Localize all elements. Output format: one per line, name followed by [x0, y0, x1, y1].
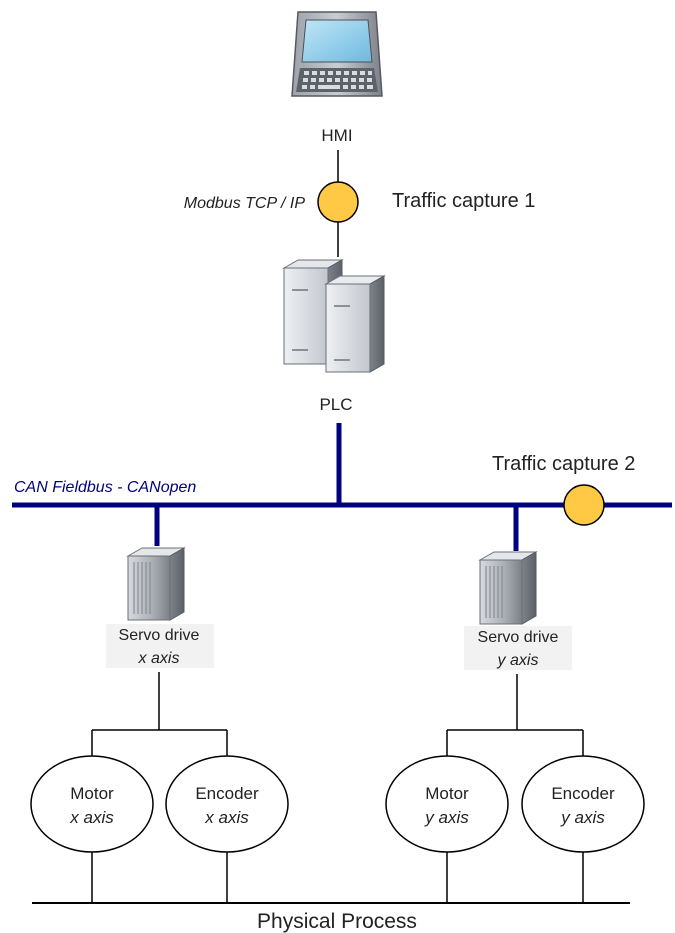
- motor-y-label: Motor: [425, 784, 469, 803]
- traffic-capture-1-point: [317, 181, 359, 223]
- drive-x-connectors: [91, 672, 228, 756]
- encoder-x-label: Encoder: [195, 784, 259, 803]
- hmi-label: HMI: [321, 126, 352, 145]
- servo-drive-x-label-box: [106, 624, 214, 668]
- process-connectors: [91, 852, 584, 903]
- servo-drive-x-axis: x axis: [138, 650, 180, 667]
- traffic-capture-2-point: [563, 484, 605, 526]
- hmi-icon: [291, 11, 383, 97]
- motor-x-node: [30, 755, 154, 853]
- encoder-y-axis: y axis: [560, 808, 605, 827]
- plc-icon: [282, 259, 386, 373]
- motor-x-label: Motor: [70, 784, 114, 803]
- drive-y-connectors: [446, 674, 584, 756]
- modbus-protocol-label: Modbus TCP / IP: [184, 195, 306, 212]
- encoder-y-node: [521, 755, 645, 853]
- physical-process-label: Physical Process: [257, 910, 417, 933]
- encoder-x-axis: x axis: [204, 808, 249, 827]
- traffic-capture-1-label: Traffic capture 1: [392, 190, 535, 212]
- servo-drive-x-label: Servo drive: [119, 627, 200, 644]
- servo-drive-y-label-box: [464, 626, 572, 670]
- motor-x-axis: x axis: [69, 808, 114, 827]
- motor-y-axis: y axis: [424, 808, 469, 827]
- plc-label: PLC: [319, 395, 352, 414]
- encoder-x-node: [165, 755, 289, 853]
- encoder-y-label: Encoder: [551, 784, 615, 803]
- motor-y-node: [385, 755, 509, 853]
- servo-drive-y-label: Servo drive: [478, 629, 559, 646]
- servo-drive-y-axis: y axis: [497, 652, 539, 669]
- servo-drive-y-icon: [478, 551, 538, 625]
- servo-drive-x-icon: [126, 547, 186, 621]
- fieldbus-label: CAN Fieldbus - CANopen: [14, 479, 196, 496]
- traffic-capture-2-label: Traffic capture 2: [492, 453, 635, 475]
